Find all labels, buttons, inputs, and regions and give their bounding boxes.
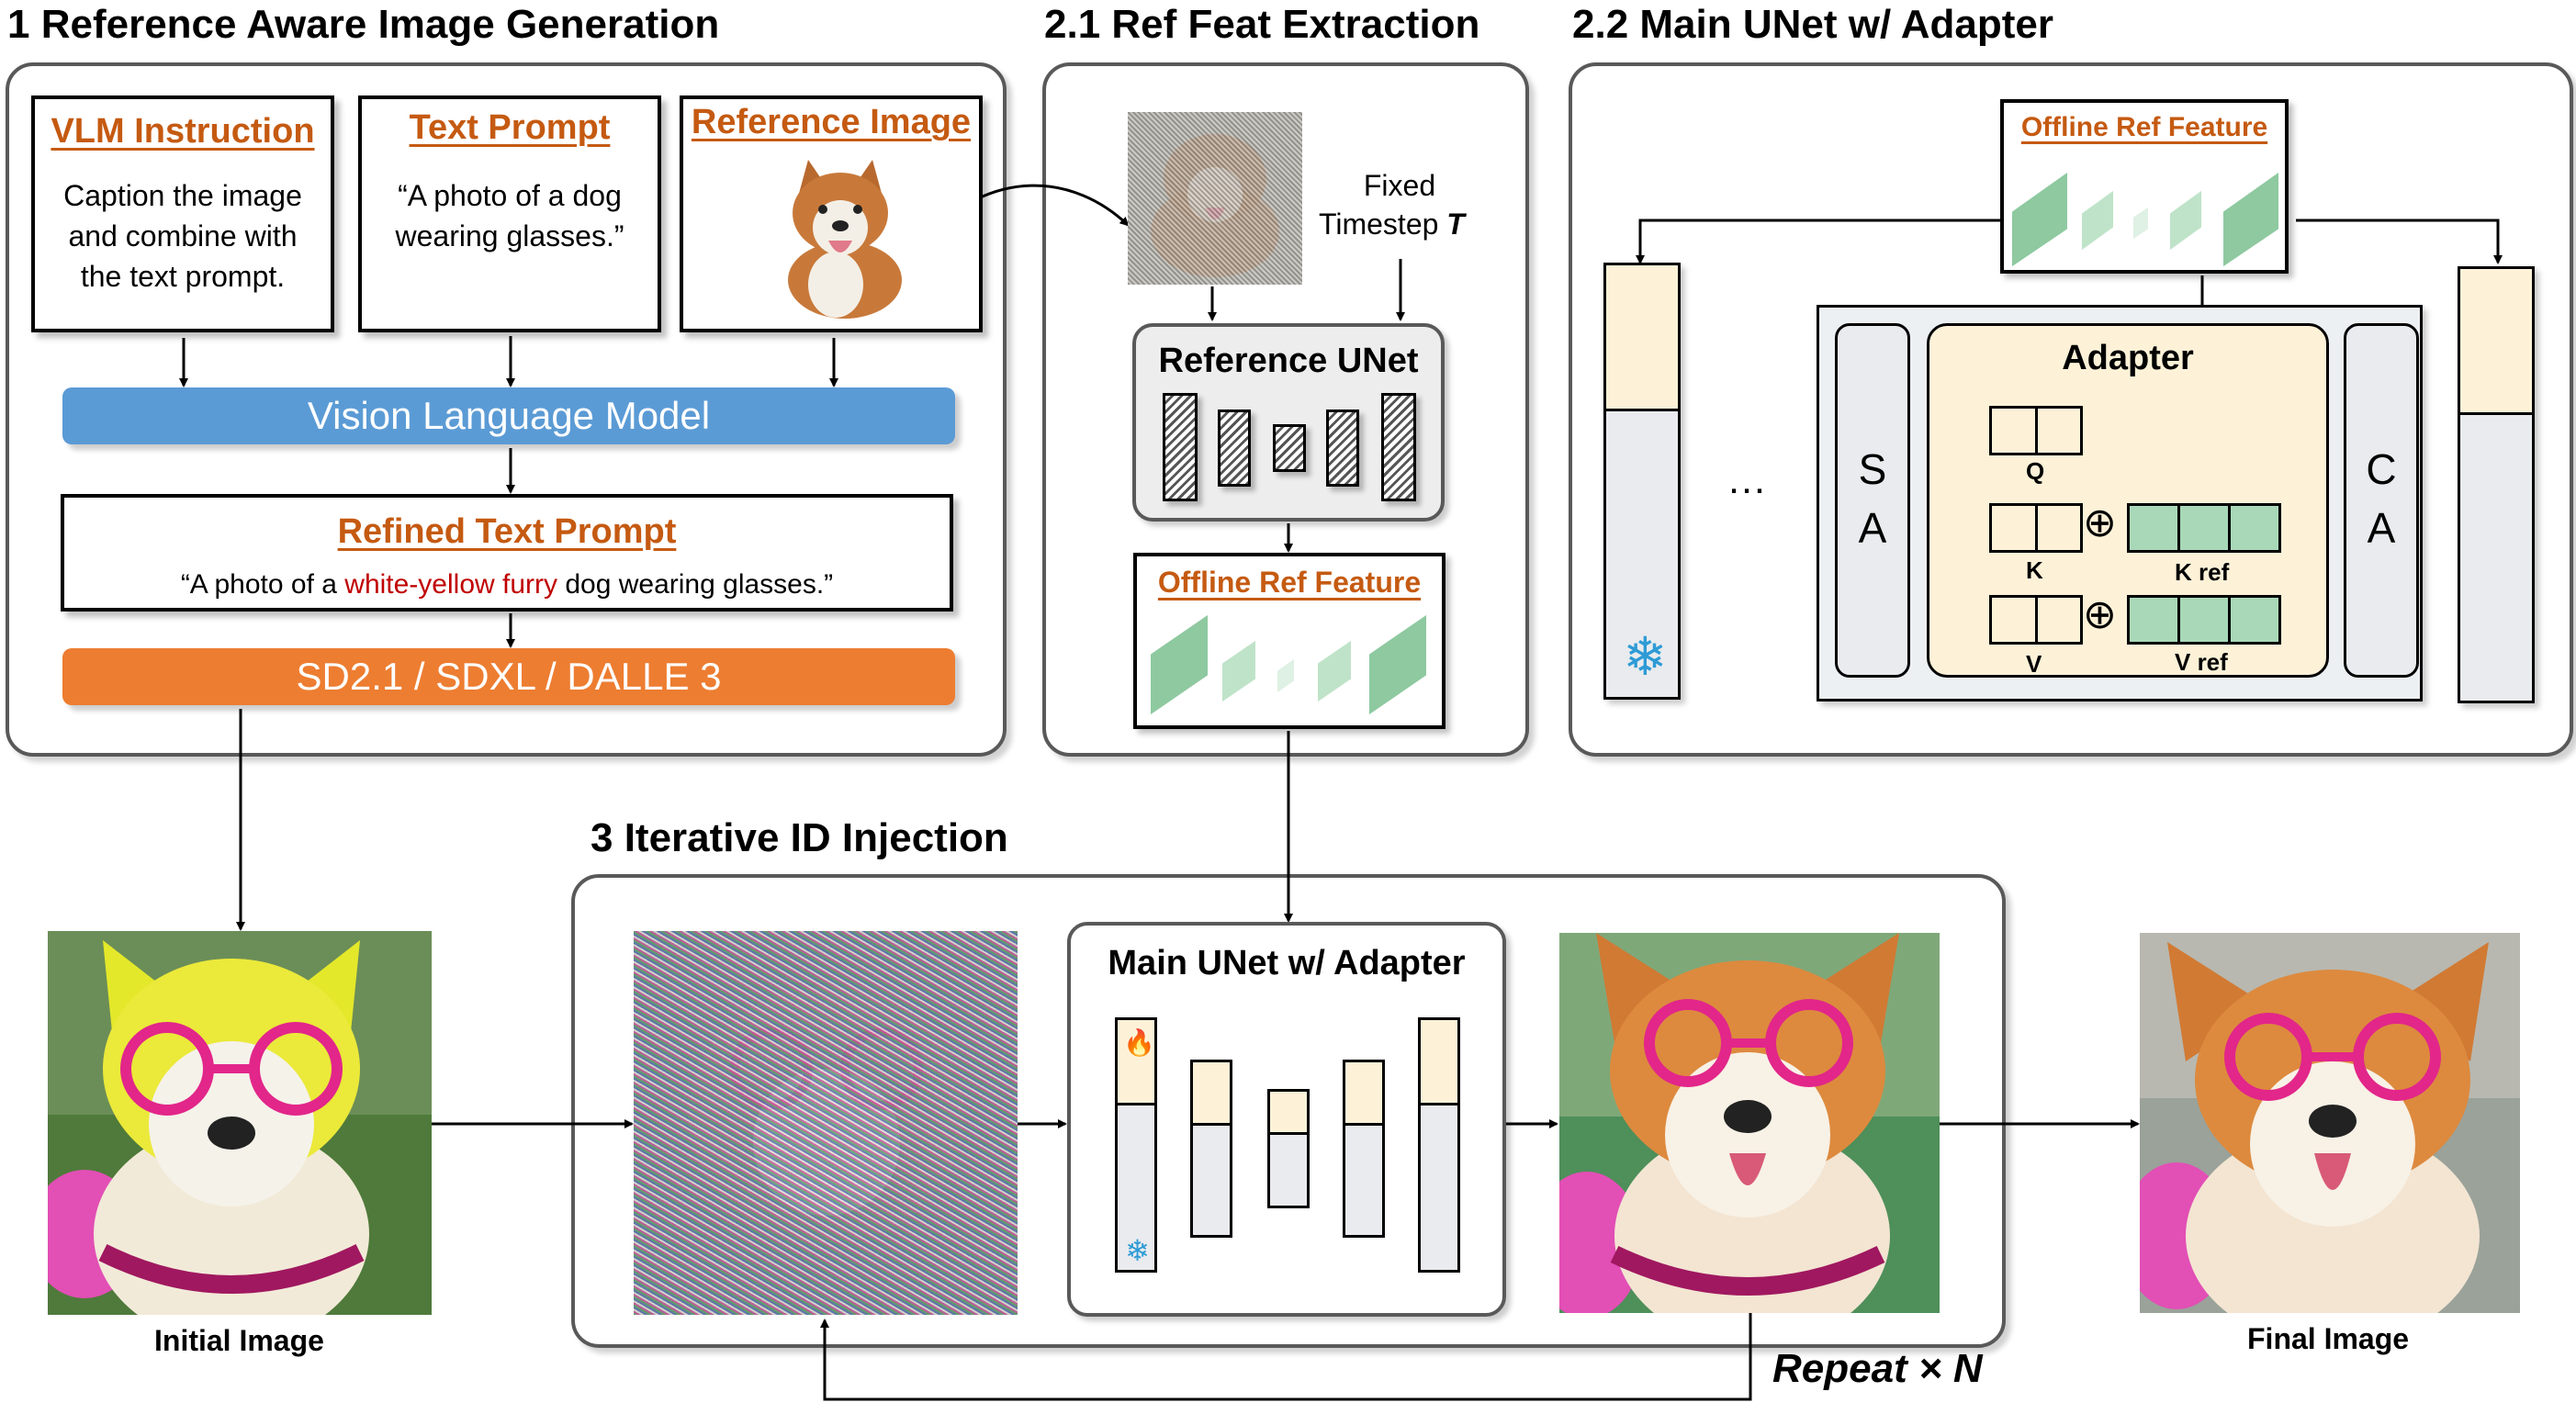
ellipsis-label: … bbox=[1727, 457, 1767, 502]
fixed-label: Fixed bbox=[1363, 169, 1436, 202]
noisy-image bbox=[634, 931, 1018, 1315]
final-dog-drawing bbox=[2140, 933, 2520, 1313]
main-unet-layer-3 bbox=[1267, 1089, 1310, 1208]
self-attention-block: S A bbox=[1835, 323, 1910, 678]
q-cells bbox=[1989, 406, 2083, 455]
text-prompt-line-1: “A photo of a dog bbox=[398, 179, 622, 212]
layer-4-top bbox=[1345, 1062, 1382, 1126]
vlm-instruction-card: VLM Instruction Caption the image and co… bbox=[31, 95, 334, 332]
ca-letter-2: A bbox=[2367, 504, 2396, 552]
ref-unet-layer-4 bbox=[1326, 410, 1359, 487]
noise-overlay-large bbox=[634, 931, 1018, 1315]
v-label: V bbox=[2026, 650, 2042, 678]
noisy-reference-image bbox=[1128, 112, 1302, 285]
refined-image bbox=[1559, 933, 1940, 1313]
fire-icon: 🔥 bbox=[1123, 1028, 1155, 1057]
k-ref-label: K ref bbox=[2175, 558, 2230, 586]
initial-image-caption: Initial Image bbox=[154, 1324, 324, 1357]
timestep-label: Timestep T bbox=[1319, 208, 1465, 241]
refined-text-prompt-title: Refined Text Prompt bbox=[337, 512, 677, 551]
adapter-title: Adapter bbox=[2062, 339, 2194, 377]
snowflake-icon: ❄ bbox=[1623, 627, 1668, 687]
block-right-top bbox=[2460, 269, 2532, 415]
reference-image-title: Reference Image bbox=[691, 103, 972, 141]
refined-suffix: dog wearing glasses.” bbox=[557, 569, 834, 600]
reference-image-card: Reference Image bbox=[680, 95, 983, 332]
layer-5-top bbox=[1421, 1020, 1457, 1105]
layer-2-top bbox=[1193, 1062, 1230, 1126]
refined-text-prompt-body: “A photo of a white-yellow furry dog wea… bbox=[64, 565, 950, 605]
timestep-symbol: T bbox=[1446, 208, 1465, 241]
v-ref-cells bbox=[2127, 595, 2281, 645]
initial-image bbox=[48, 931, 432, 1315]
ref-unet-layer-3 bbox=[1273, 424, 1306, 472]
v-cells bbox=[1989, 595, 2083, 645]
vlm-instruction-line-3: the text prompt. bbox=[80, 260, 286, 293]
k-cells bbox=[1989, 503, 2083, 553]
main-unet-layer-2 bbox=[1190, 1060, 1232, 1238]
vlm-instruction-line-1: Caption the image bbox=[63, 179, 302, 212]
section-1-title: 1 Reference Aware Image Generation bbox=[7, 2, 720, 47]
offline-ref-feature-title: Offline Ref Feature bbox=[1157, 566, 1422, 599]
sa-letter-1: S bbox=[1858, 445, 1887, 493]
refined-prefix: “A photo of a bbox=[180, 569, 345, 600]
oplus-v-icon: ⊕ bbox=[2083, 592, 2117, 637]
models-bar: SD2.1 / SDXL / DALLE 3 bbox=[62, 648, 955, 705]
cross-attention-block: C A bbox=[2344, 323, 2419, 678]
section-3-title: 3 Iterative ID Injection bbox=[591, 815, 1008, 860]
sa-letter-2: A bbox=[1858, 504, 1887, 552]
refined-dog-drawing bbox=[1559, 933, 1940, 1313]
q-label: Q bbox=[2026, 457, 2045, 485]
v-ref-label: V ref bbox=[2175, 648, 2228, 676]
main-unet-block-left: ❄ bbox=[1603, 263, 1681, 700]
k-ref-cells bbox=[2127, 503, 2281, 553]
layer-3-top bbox=[1270, 1092, 1307, 1135]
timestep-text: Timestep bbox=[1319, 208, 1447, 241]
reference-unet-title: Reference UNet bbox=[1158, 342, 1419, 380]
main-unet-block-right bbox=[2458, 266, 2535, 703]
main-unet-layer-4 bbox=[1343, 1060, 1385, 1238]
vlm-instruction-title: VLM Instruction bbox=[51, 112, 315, 151]
repeat-n: N bbox=[1952, 1346, 1983, 1391]
oplus-k-icon: ⊕ bbox=[2083, 500, 2117, 545]
k-label: K bbox=[2026, 556, 2043, 584]
vlm-instruction-line-2: and combine with bbox=[68, 219, 298, 252]
main-unet-layer-1: 🔥 ❄ bbox=[1115, 1017, 1157, 1273]
refined-text-prompt-card: Refined Text Prompt “A photo of a white-… bbox=[61, 494, 953, 612]
refined-highlight: white-yellow furry bbox=[344, 569, 558, 600]
final-image bbox=[2140, 933, 2520, 1313]
offline-ref-feature-top-title: Offline Ref Feature bbox=[2020, 112, 2268, 142]
text-prompt-title: Text Prompt bbox=[409, 108, 611, 147]
layer-1-top bbox=[1118, 1020, 1154, 1105]
section-2-1-title: 2.1 Ref Feat Extraction bbox=[1044, 2, 1480, 47]
final-image-caption: Final Image bbox=[2247, 1322, 2410, 1355]
section-2-2-title: 2.2 Main UNet w/ Adapter bbox=[1572, 2, 2054, 47]
repeat-text: Repeat × bbox=[1772, 1346, 1953, 1391]
initial-dog-drawing bbox=[48, 931, 432, 1315]
ca-letter-1: C bbox=[2366, 445, 2397, 493]
block-left-top bbox=[1606, 265, 1678, 411]
repeat-label: Repeat × N bbox=[1772, 1346, 1983, 1392]
text-prompt-line-2: wearing glasses.” bbox=[395, 219, 624, 252]
vision-language-model-bar: Vision Language Model bbox=[62, 387, 955, 444]
ref-unet-layer-2 bbox=[1218, 410, 1251, 487]
snowflake-small-icon: ❄ bbox=[1125, 1234, 1150, 1267]
noise-overlay bbox=[1128, 112, 1302, 285]
text-prompt-card: Text Prompt “A photo of a dog wearing gl… bbox=[358, 95, 661, 332]
main-unet-title: Main UNet w/ Adapter bbox=[1108, 944, 1466, 982]
ref-unet-layer-1 bbox=[1163, 393, 1198, 501]
main-unet-layer-5 bbox=[1418, 1017, 1460, 1273]
ref-unet-layer-5 bbox=[1381, 393, 1416, 501]
reference-dog-image bbox=[788, 160, 902, 319]
